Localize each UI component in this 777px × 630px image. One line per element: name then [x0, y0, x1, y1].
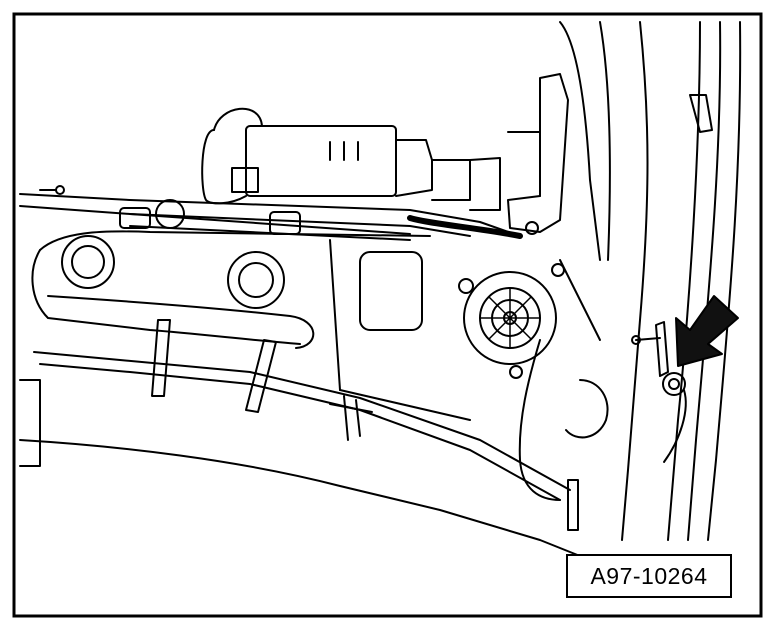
reference-code-text: A97‑10264 — [590, 562, 708, 589]
outer-frame — [12, 12, 763, 618]
pointer-arrow — [675, 295, 739, 367]
reference-code-label: A97‑10264 — [566, 554, 732, 598]
line-drawing — [19, 21, 742, 557]
